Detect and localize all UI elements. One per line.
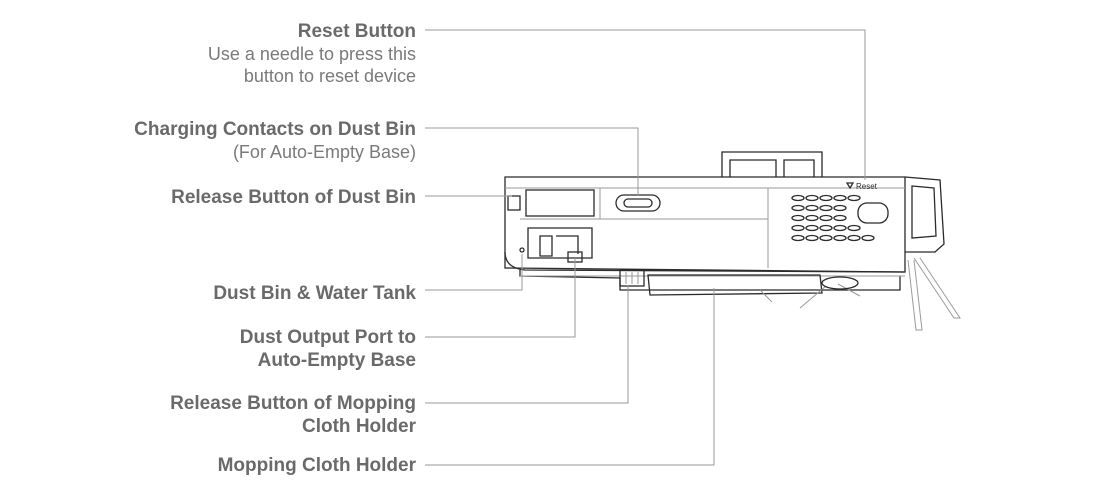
robot-vacuum-side-view: Reset [504, 151, 961, 331]
callout-title: Mopping Cloth Holder [217, 455, 416, 476]
callout-description: Use a needle to press this [207, 44, 416, 64]
callout-title: Charging Contacts on Dust Bin [134, 119, 416, 140]
callout-description: (For Auto-Empty Base) [232, 142, 416, 162]
callout-title: Dust Bin & Water Tank [213, 283, 416, 304]
callout-reset-button: Reset Button Use a needle to press this … [208, 20, 416, 87]
leader-release-mop [425, 285, 629, 404]
leader-charging [425, 127, 639, 196]
callout-title: Release Button of Mopping [170, 393, 416, 414]
leader-reset [425, 29, 866, 180]
leader-output-port [425, 258, 576, 338]
reset-marking: Reset [856, 182, 878, 191]
callout-title: Release Button of Dust Bin [171, 187, 416, 208]
leader-lines [425, 29, 866, 466]
callout-description: button to reset device [243, 66, 416, 86]
callout-title: Reset Button [297, 21, 416, 42]
callout-title: Cloth Holder [302, 416, 416, 437]
callout-release-mop-holder: Release Button of Mopping Cloth Holder [170, 392, 416, 438]
callout-dust-bin-water-tank: Dust Bin & Water Tank [213, 282, 416, 305]
callout-release-dust-bin: Release Button of Dust Bin [171, 186, 416, 209]
callout-mopping-cloth-holder: Mopping Cloth Holder [218, 454, 416, 477]
leader-mop-holder [425, 288, 715, 466]
vent-grid [791, 194, 889, 242]
callout-title: Auto-Empty Base [257, 350, 416, 371]
callout-charging-contacts: Charging Contacts on Dust Bin (For Auto-… [134, 118, 416, 163]
callout-dust-output-port: Dust Output Port to Auto-Empty Base [240, 326, 416, 372]
callout-title: Dust Output Port to [239, 327, 416, 348]
leader-bin-tank [425, 254, 523, 291]
